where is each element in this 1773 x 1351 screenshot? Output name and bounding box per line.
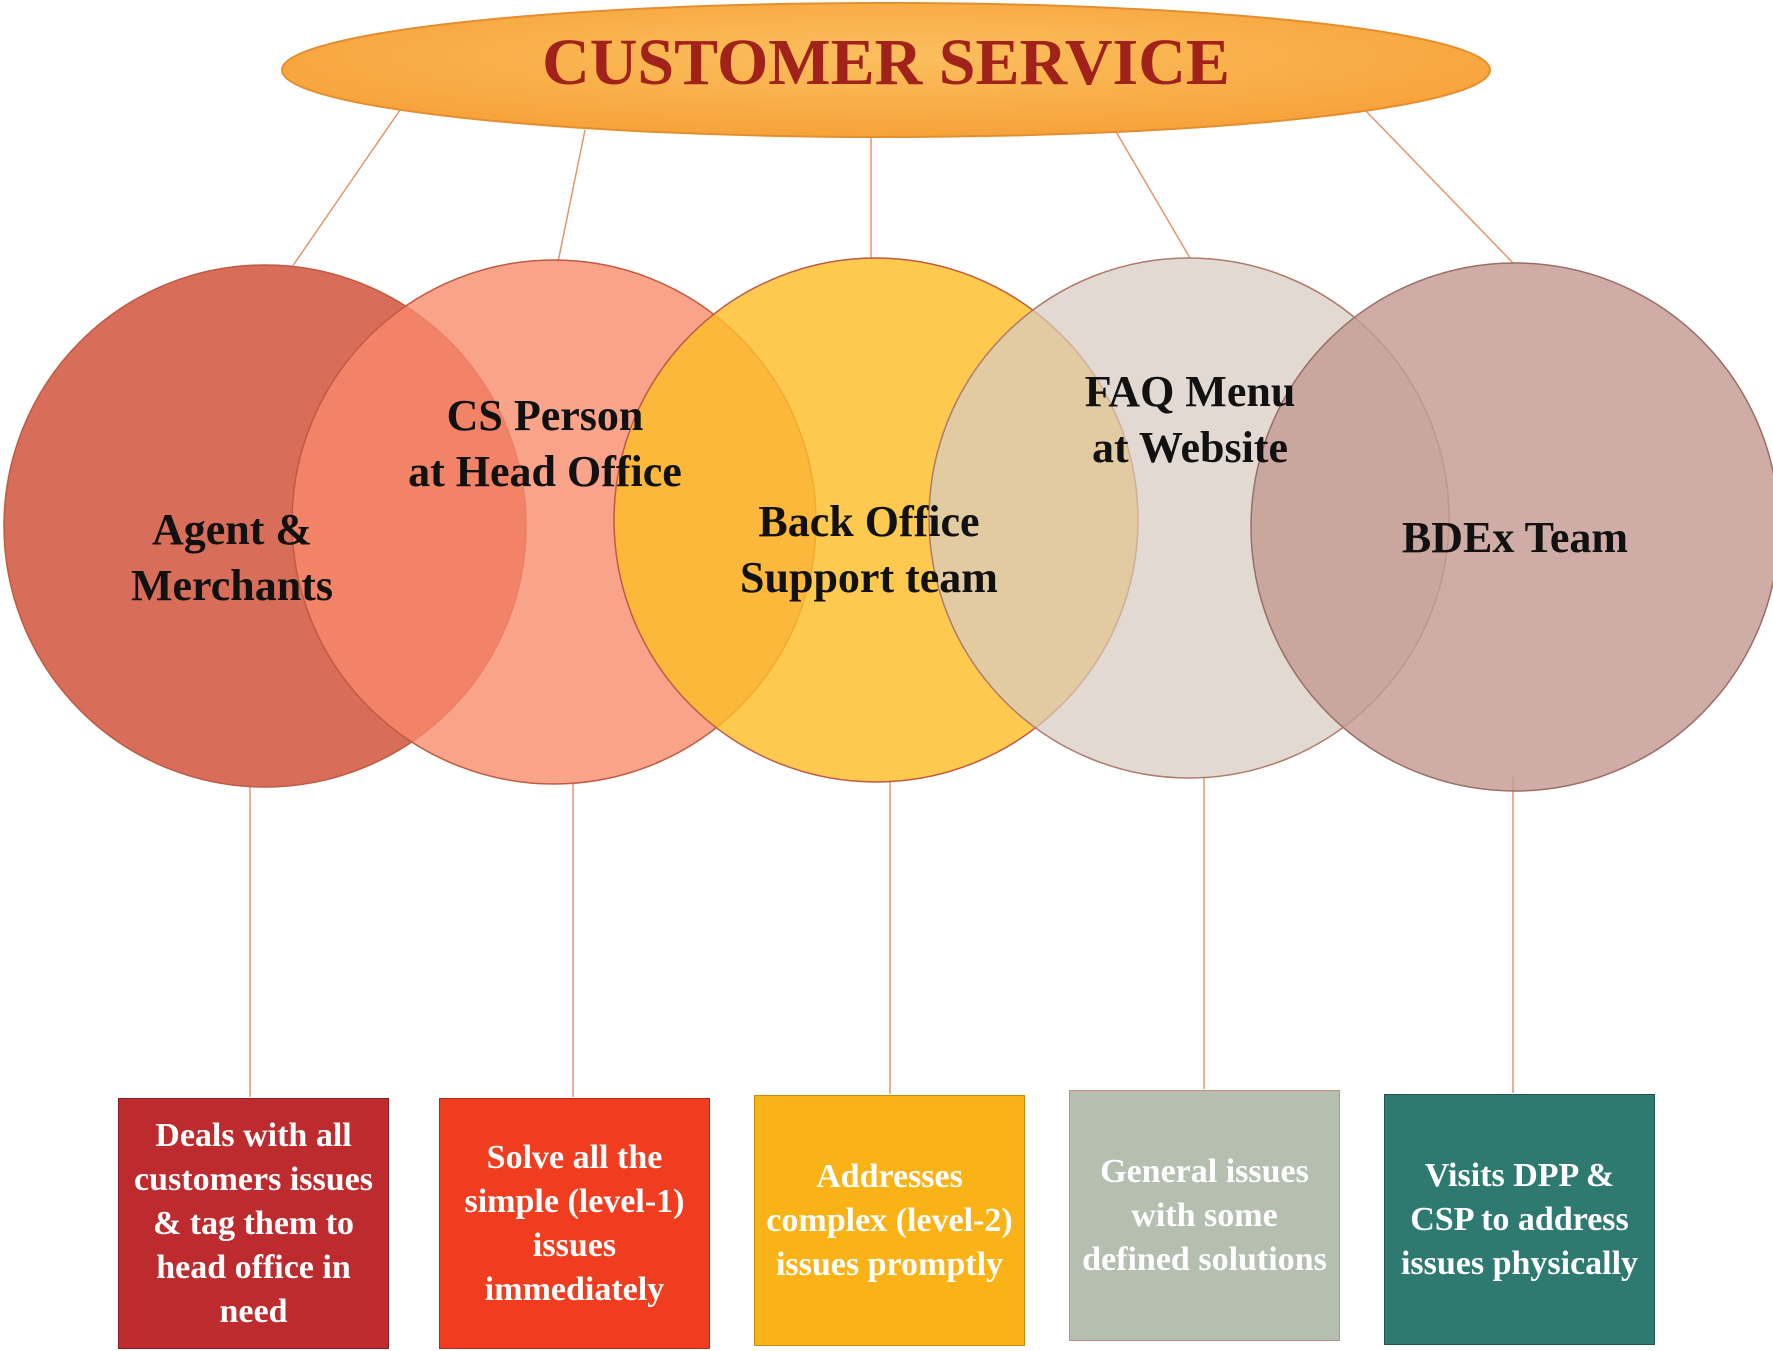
circle-bdex bbox=[1250, 262, 1773, 792]
faq-label-line1: FAQ Menu bbox=[1085, 367, 1296, 416]
faq-description-box: General issues with some defined solutio… bbox=[1069, 1090, 1340, 1341]
agent-description: Deals with all customers issues & tag th… bbox=[134, 1116, 373, 1330]
title-connectors bbox=[291, 109, 1516, 268]
back-office-label-line2: Support team bbox=[740, 553, 998, 602]
connector-title-faq bbox=[1114, 129, 1191, 259]
circles bbox=[3, 257, 1773, 792]
faq-label-line2: at Website bbox=[1092, 423, 1288, 472]
title-ellipse bbox=[281, 2, 1491, 138]
agent-label-line2: Merchants bbox=[131, 561, 333, 610]
back-office-description-box: Addresses complex (level-2) issues promp… bbox=[754, 1095, 1025, 1346]
cs-person-description: Solve all the simple (level-1) issues im… bbox=[464, 1138, 685, 1308]
circle-labels: Agent & Merchants CS Person at Head Offi… bbox=[131, 367, 1628, 610]
agent-label-line1: Agent & bbox=[152, 505, 312, 554]
connector-title-cs-person bbox=[557, 129, 586, 263]
bdex-description: Visits DPP & CSP to address issues physi… bbox=[1400, 1156, 1639, 1282]
back-office-description: Addresses complex (level-2) issues promp… bbox=[766, 1157, 1013, 1283]
agent-description-box: Deals with all customers issues & tag th… bbox=[118, 1098, 389, 1349]
cs-person-description-box: Solve all the simple (level-1) issues im… bbox=[439, 1098, 710, 1349]
title-text: CUSTOMER SERVICE bbox=[542, 26, 1230, 99]
box-connectors bbox=[249, 777, 1514, 1097]
cs-person-label-line1: CS Person bbox=[447, 391, 644, 440]
back-office-label-line1: Back Office bbox=[758, 497, 979, 546]
bdex-description-box: Visits DPP & CSP to address issues physi… bbox=[1384, 1094, 1655, 1345]
faq-description: General issues with some defined solutio… bbox=[1082, 1152, 1327, 1278]
connector-title-bdex bbox=[1364, 109, 1516, 266]
bdex-label: BDEx Team bbox=[1402, 513, 1628, 562]
cs-person-label-line2: at Head Office bbox=[408, 447, 682, 496]
connector-title-agent bbox=[291, 109, 401, 268]
